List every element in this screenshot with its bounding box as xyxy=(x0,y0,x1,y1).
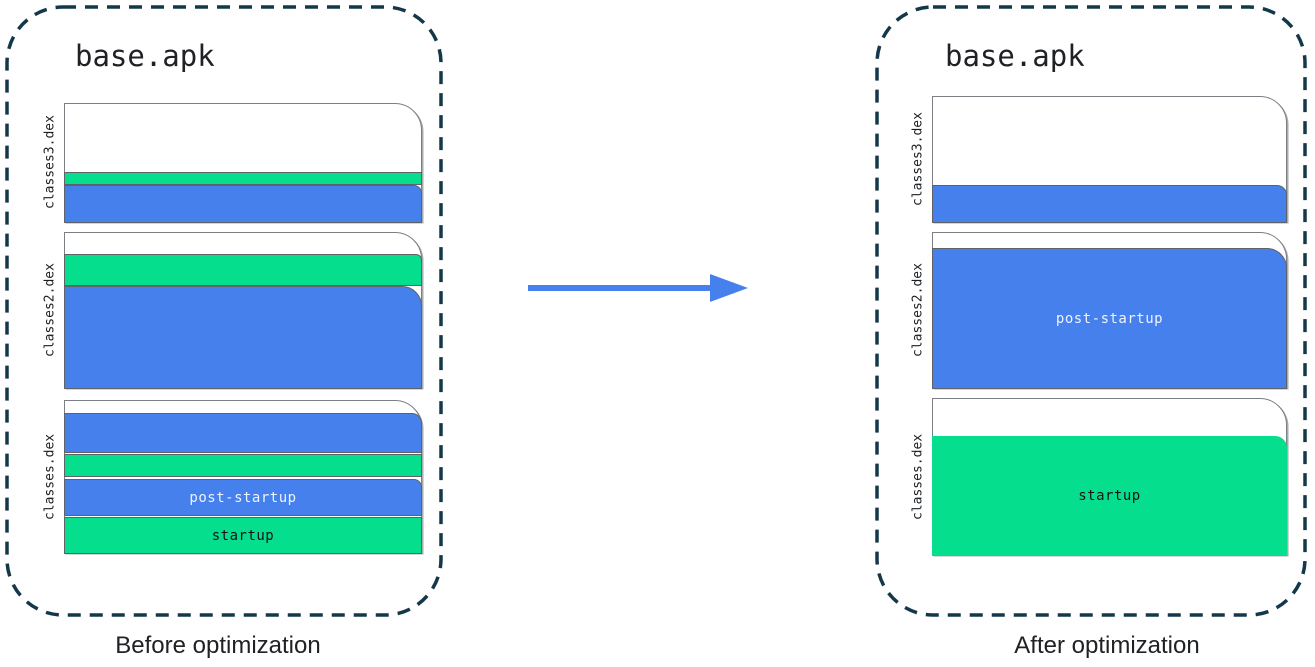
segment-label: post-startup xyxy=(189,489,297,506)
segment-label: startup xyxy=(1078,488,1141,504)
segment-post-startup: post-startup xyxy=(64,479,422,516)
dex-page xyxy=(64,103,422,223)
dex-page: startup xyxy=(932,398,1287,556)
dex-group-classes2-dex: classes2.dex xyxy=(43,232,422,389)
after-caption: After optimization xyxy=(1014,632,1200,659)
dex-group-classes-dex: classes.dex startup xyxy=(911,398,1287,556)
dex-group-classes3-dex: classes3.dex xyxy=(43,103,422,223)
segment-label: post-startup xyxy=(1055,310,1164,327)
dex-file-label: classes.dex xyxy=(910,433,926,520)
before-caption: Before optimization xyxy=(115,632,321,659)
segment-green xyxy=(64,454,422,477)
segment-green xyxy=(64,254,422,286)
segment-blue xyxy=(64,413,422,453)
arrow-head xyxy=(710,274,748,302)
dex-file-label: classes3.dex xyxy=(42,115,58,210)
dex-file-label: classes.dex xyxy=(42,433,58,520)
transform-arrow xyxy=(528,274,748,302)
segment-startup: startup xyxy=(64,517,422,554)
segment-green xyxy=(64,172,422,185)
segment-startup: startup xyxy=(932,436,1287,556)
dex-file-label: classes2.dex xyxy=(42,263,58,357)
dex-groups: classes3.dex classes2.dex classes.dex post-… xyxy=(5,5,443,617)
segment-label: startup xyxy=(211,527,275,544)
dex-page: post-startup xyxy=(932,232,1287,389)
dex-group-classes3-dex: classes3.dex xyxy=(911,96,1287,223)
dex-file-label: classes3.dex xyxy=(910,112,926,206)
segment-blue xyxy=(64,286,422,389)
dex-page xyxy=(64,232,422,389)
dex-page: post-startup startup xyxy=(64,400,422,554)
segment-post-startup: post-startup xyxy=(932,248,1287,389)
apk-dashed-outline xyxy=(875,5,1307,617)
apk-title: base.apk xyxy=(945,39,1085,73)
apk-title: base.apk xyxy=(75,39,215,73)
segment-blue xyxy=(932,185,1287,223)
dex-page xyxy=(932,96,1287,223)
dex-file-label: classes2.dex xyxy=(910,263,926,357)
segment-blue xyxy=(64,185,422,223)
apk-outline-rect xyxy=(5,5,443,617)
dex-group-classes-dex: classes.dex post-startup startup xyxy=(43,400,422,554)
dex-group-classes2-dex: classes2.dex post-startup xyxy=(911,232,1287,389)
apk-outline-rect xyxy=(875,5,1307,617)
apk-dashed-outline xyxy=(5,5,443,617)
